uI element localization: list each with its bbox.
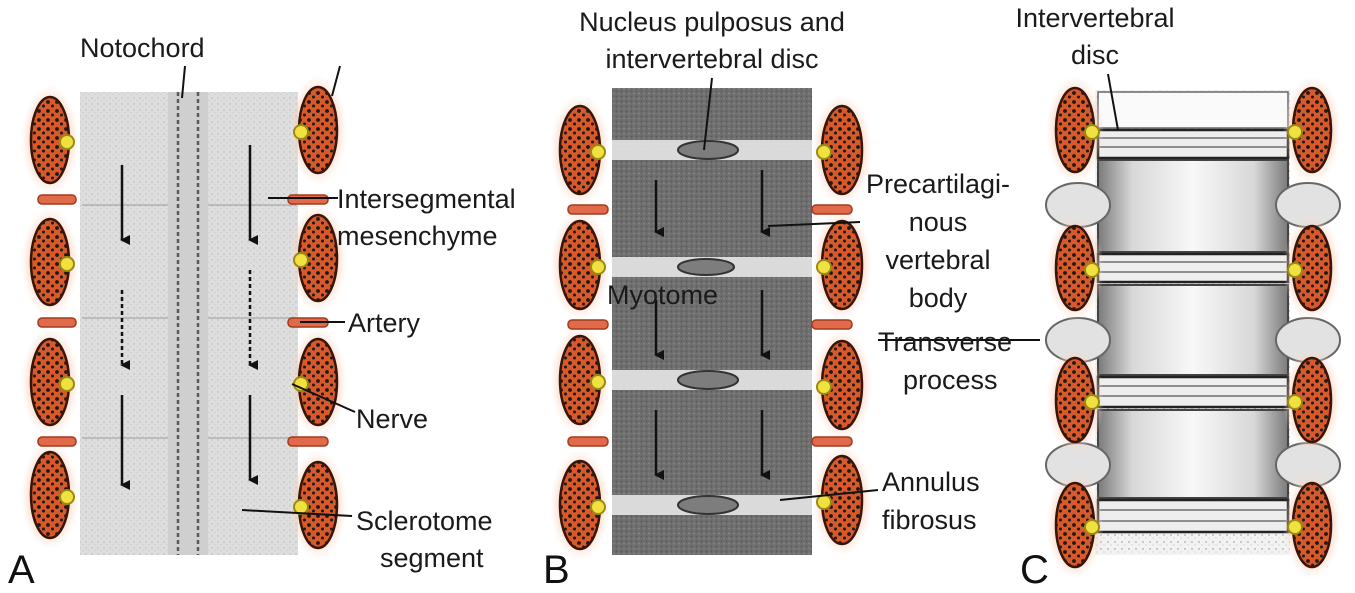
intersegmental-vessel: [811, 436, 853, 447]
label-myotome: Myotome: [607, 280, 719, 310]
spinal-ganglion: [1287, 519, 1303, 535]
vertebral-body: [1097, 159, 1289, 253]
spinal-ganglion: [293, 499, 309, 515]
intersegmental-vessel: [567, 319, 609, 330]
intervertebral-disc: [1096, 498, 1290, 534]
intersegmental-vessel: [811, 204, 853, 215]
spinal-ganglion: [59, 256, 75, 272]
nucleus-pulposus: [677, 370, 739, 390]
spinal-ganglion: [1084, 124, 1100, 140]
spinal-ganglion: [816, 259, 832, 275]
spinal-ganglion: [1287, 394, 1303, 410]
spinal-ganglion: [59, 489, 75, 505]
label-sclerotome-segment-line2: segment: [380, 543, 484, 573]
spinal-ganglion: [816, 494, 832, 510]
leader-lines: [181, 65, 1119, 517]
intersegmental-vessel: [567, 436, 609, 447]
spinal-ganglion: [59, 134, 75, 150]
leader-top-right: [331, 65, 341, 97]
leader-notochord: [181, 65, 186, 99]
spinal-ganglion: [1287, 262, 1303, 278]
label-artery: Artery: [348, 308, 421, 338]
leader-nerve: [291, 383, 356, 413]
spinal-ganglion: [293, 252, 309, 268]
spinal-ganglion: [293, 124, 309, 140]
label-precartilaginous-line3: vertebral: [885, 245, 991, 275]
vertebral-body: [1097, 409, 1289, 499]
label-precartilaginous-line2: nous: [908, 207, 968, 237]
intervertebral-disc: [1096, 128, 1290, 160]
panel-c: [1045, 90, 1341, 555]
spinal-ganglion: [590, 144, 606, 160]
label-precartilaginous-line4: body: [908, 283, 968, 313]
intersegmental-vessel: [567, 204, 609, 215]
label-notochord: Notochord: [80, 33, 205, 63]
label-transverse-process-line2: process: [903, 365, 998, 395]
vertebral-bodies: [1097, 159, 1289, 499]
intervertebral-disc: [1096, 375, 1290, 409]
label-nerve: Nerve: [356, 404, 429, 434]
leader-precartilaginous: [767, 221, 861, 227]
intersegmental-vessel: [37, 194, 77, 205]
label-precartilaginous-line1: Precartilagi-: [865, 169, 1011, 199]
nucleus-pulposus: [677, 495, 739, 515]
intervertebral-disc: [1096, 252, 1290, 284]
leader-nucleus: [703, 77, 713, 151]
spinal-ganglion: [1287, 124, 1303, 140]
nucleus-pulposus: [677, 140, 739, 160]
intervertebral-discs: [1096, 128, 1290, 534]
spinal-ganglion: [1084, 394, 1100, 410]
spinal-ganglion: [816, 144, 832, 160]
spinal-ganglion: [59, 376, 75, 392]
top-cap: [1097, 91, 1289, 129]
panel-b: [612, 88, 812, 555]
leader-annulus: [779, 489, 879, 501]
notochord: [168, 92, 208, 555]
spinal-ganglion: [590, 499, 606, 515]
panel-letter-a: A: [8, 548, 35, 592]
intersegmental-vessel: [37, 436, 77, 447]
migration-arrows: [120, 145, 258, 490]
label-annulus-fibrosus-line1: Annulus: [882, 467, 980, 497]
panel-b-arrows: [654, 170, 770, 480]
spinal-ganglion: [1084, 262, 1100, 278]
label-intervertebral-disc-line1: Intervertebral: [1015, 3, 1175, 33]
nucleus-pulposus-group: [677, 140, 739, 515]
intersegmental-vessel: [287, 194, 329, 205]
segmental-structures: [21, 75, 1341, 579]
disc-stripes: [1098, 137, 1288, 522]
panel-letter-c: C: [1020, 548, 1049, 592]
panel-letter-b: B: [543, 548, 570, 592]
spinal-ganglion: [590, 259, 606, 275]
label-nucleus-pulposus-line1: Nucleus pulposus and: [579, 7, 845, 37]
leader-disc: [1107, 73, 1119, 131]
panel-a: [80, 92, 298, 555]
intersegmental-vessel: [287, 436, 329, 447]
spinal-ganglion: [816, 379, 832, 395]
label-intervertebral-disc-line2: disc: [1070, 40, 1119, 70]
label-intersegmental-mesenchyme-line2: mesenchyme: [337, 221, 498, 251]
spinal-ganglion: [1084, 519, 1100, 535]
nucleus-pulposus: [677, 258, 735, 276]
intersegmental-vessel: [37, 317, 77, 328]
vertebral-body: [1097, 284, 1289, 376]
label-transverse-process-line1: Transverse: [878, 327, 1013, 357]
label-sclerotome-segment-line1: Sclerotome: [356, 506, 493, 536]
intersegmental-vessel: [811, 319, 853, 330]
panel-b-column: [612, 88, 812, 555]
label-intersegmental-mesenchyme-line1: Intersegmental: [337, 184, 516, 214]
leader-sclerotome: [241, 509, 353, 517]
label-nucleus-pulposus-line2: intervertebral disc: [605, 44, 819, 74]
label-annulus-fibrosus-line2: fibrosus: [882, 505, 977, 535]
spinal-ganglion: [590, 374, 606, 390]
